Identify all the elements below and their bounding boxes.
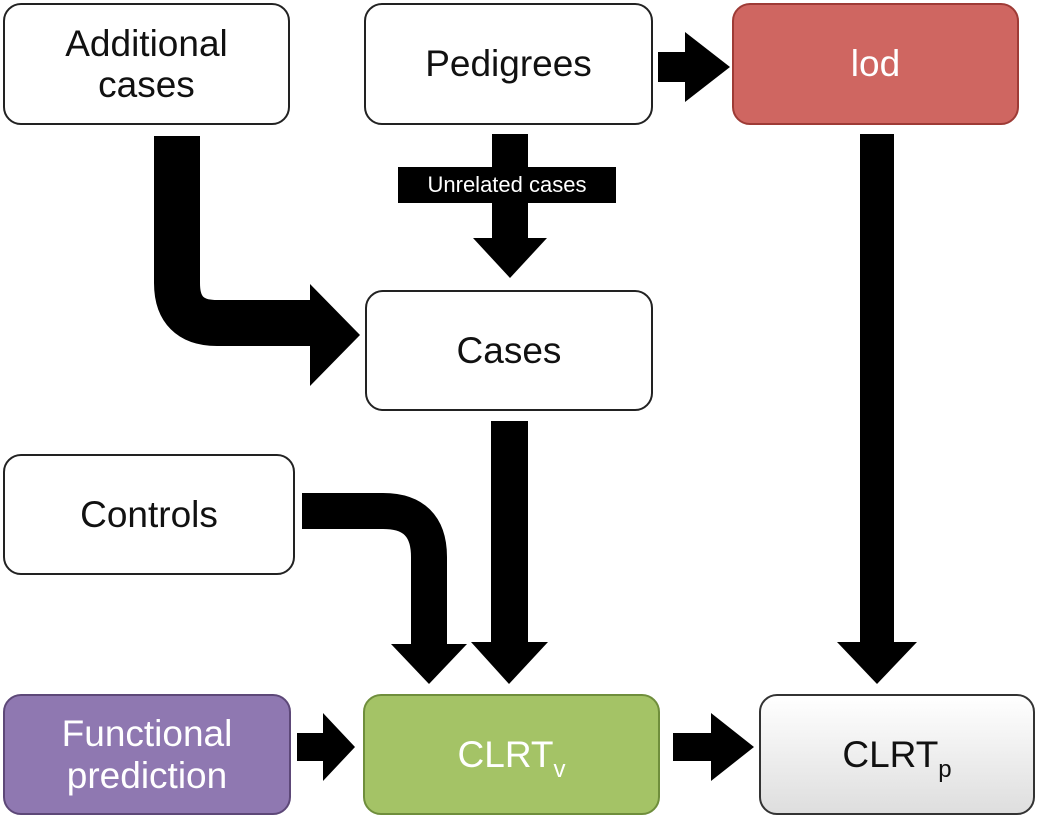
node-pedigrees-label: Pedigrees (425, 43, 592, 85)
node-cases-label: Cases (456, 329, 562, 371)
node-clrt-p: CLRTp (759, 694, 1035, 815)
node-clrt-v-base: CLRT (457, 733, 554, 775)
arrow-cases-to-clrtv-shaft (491, 421, 528, 644)
node-functional-prediction-line1: Functional (61, 713, 233, 755)
arrow-lod-to-clrtp-head (837, 642, 917, 684)
node-clrt-v-label: CLRTv (457, 733, 566, 782)
arrow-clrtv-to-clrtp (673, 713, 754, 781)
node-lod-label: lod (850, 43, 901, 85)
arrow-additional-cases-to-cases-head (310, 284, 360, 386)
node-clrt-p-sub: p (938, 755, 952, 783)
node-controls-label: Controls (80, 493, 218, 535)
node-clrt-p-base: CLRT (842, 733, 939, 775)
node-clrt-v-sub: v (553, 755, 566, 783)
arrow-controls-to-clrtv (302, 493, 447, 646)
arrow-functional-to-clrtv (297, 713, 355, 781)
node-controls: Controls (3, 454, 295, 575)
edge-label-unrelated-cases: Unrelated cases (398, 167, 616, 203)
node-additional-cases: Additional cases (3, 3, 290, 125)
node-functional-prediction-line2: prediction (66, 754, 228, 796)
node-pedigrees: Pedigrees (364, 3, 653, 125)
arrow-controls-to-clrtv-head (391, 644, 467, 684)
arrow-cases-to-clrtv-head (471, 642, 548, 684)
arrow-lod-to-clrtp-shaft (860, 134, 894, 644)
node-additional-cases-line2: cases (98, 64, 195, 105)
arrow-pedigrees-to-cases-head (473, 238, 547, 278)
node-cases: Cases (365, 290, 653, 411)
node-additional-cases-line1: Additional (65, 22, 228, 64)
node-clrt-p-label: CLRTp (842, 733, 951, 782)
arrow-additional-cases-to-cases (154, 136, 312, 346)
node-functional-prediction: Functional prediction (3, 694, 291, 815)
arrow-pedigrees-to-lod (658, 32, 730, 102)
node-lod: lod (732, 3, 1019, 125)
node-clrt-v: CLRTv (363, 694, 660, 815)
